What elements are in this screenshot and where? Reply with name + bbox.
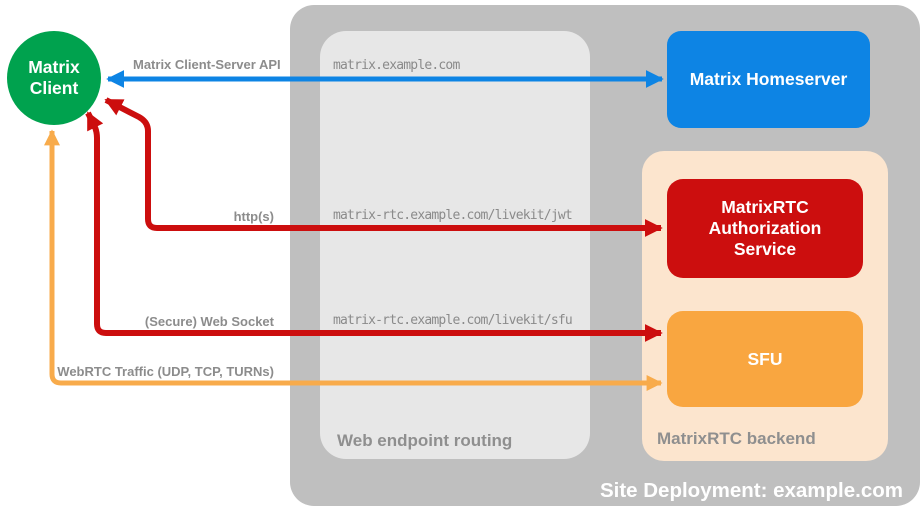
web-endpoint-routing-panel: matrix.example.com matrix-rtc.example.co… — [320, 31, 590, 459]
matrix-homeserver-label: Matrix Homeserver — [689, 69, 848, 89]
authorization-service-label: MatrixRTC Authorization Service — [708, 197, 822, 259]
matrix-homeserver-node: Matrix Homeserver — [667, 31, 870, 128]
https-edge-label: http(s) — [233, 209, 274, 224]
matrix-client-label: Matrix Client — [28, 57, 80, 98]
routing-panel-caption: Web endpoint routing — [337, 431, 513, 450]
endpoint-livekit-sfu: matrix-rtc.example.com/livekit/sfu — [333, 313, 573, 328]
sfu-label: SFU — [747, 348, 783, 369]
matrixrtc-authorization-service-node: MatrixRTC Authorization Service — [667, 179, 863, 278]
matrix-client-node: Matrix Client — [7, 31, 101, 125]
client-server-api-edge-label: Matrix Client-Server API — [133, 57, 281, 72]
site-deployment-caption: Site Deployment: example.com — [599, 479, 903, 502]
webrtc-traffic-edge-label: WebRTC Traffic (UDP, TCP, TURNs) — [57, 364, 274, 379]
sfu-node: SFU — [667, 311, 863, 407]
backend-group-caption: MatrixRTC backend — [657, 429, 816, 448]
endpoint-matrix-example-com: matrix.example.com — [333, 58, 460, 73]
websocket-edge-label: (Secure) Web Socket — [144, 314, 274, 329]
endpoint-livekit-jwt: matrix-rtc.example.com/livekit/jwt — [333, 208, 573, 223]
